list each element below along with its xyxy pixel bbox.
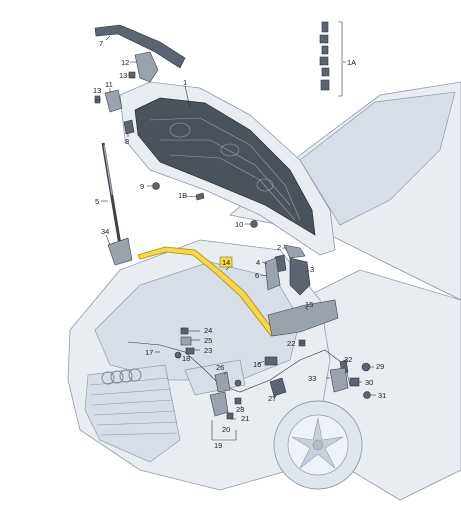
label-1A: 1A [347, 58, 356, 67]
grommet-18 [174, 351, 182, 359]
label-5: 5 [95, 197, 99, 206]
hood-panel [119, 81, 336, 256]
handle-23 [185, 347, 195, 355]
label-7: 7 [99, 39, 103, 48]
label-14-highlight [219, 256, 233, 268]
latch-2 [283, 244, 306, 259]
label-1B: 1B [178, 191, 187, 200]
lever-20 [209, 391, 229, 417]
label-29: 29 [376, 362, 384, 371]
label-31: 31 [378, 391, 386, 400]
label-14: 14 [222, 258, 230, 267]
hood-seal [137, 246, 276, 337]
label-16: 16 [253, 360, 261, 369]
label-8: 8 [125, 137, 129, 146]
lock-3 [289, 257, 311, 296]
hinge-bracket [104, 89, 123, 113]
plate-6 [264, 257, 281, 291]
label-15: 15 [305, 300, 313, 309]
label-34: 34 [101, 227, 109, 236]
latch-33 [329, 367, 349, 393]
emblem-rings [101, 368, 142, 385]
label-32: 32 [344, 355, 352, 364]
buffer-1B [195, 192, 205, 201]
label-10: 10 [235, 220, 243, 229]
clip-28 [234, 397, 242, 405]
label-30: 30 [365, 378, 373, 387]
clip-8 [123, 119, 135, 135]
callout-labels: 1 1A 1B 2 3 4 5 6 7 8 9 10 11 12 13 13 1… [93, 39, 386, 450]
label-23: 23 [204, 346, 212, 355]
nut-9 [152, 182, 160, 190]
lower-hinge [107, 237, 133, 266]
gas-strut [101, 142, 122, 246]
fastener-group-1A [319, 21, 343, 97]
bolt-13-top [128, 71, 136, 79]
front-wheel [273, 400, 363, 490]
label-22: 22 [287, 339, 295, 348]
clip-30 [349, 377, 360, 387]
label-13-top: 13 [119, 71, 127, 80]
label-4: 4 [256, 258, 260, 267]
label-24: 24 [204, 326, 212, 335]
parts [94, 21, 371, 420]
label-19: 19 [214, 441, 222, 450]
label-9: 9 [140, 182, 144, 191]
leader-lines [95, 35, 376, 441]
label-33: 33 [308, 374, 316, 383]
clip-22b [234, 379, 242, 387]
label-1: 1 [183, 78, 187, 87]
clip-21 [226, 412, 234, 420]
label-20: 20 [222, 425, 230, 434]
label-13-left: 13 [93, 86, 101, 95]
bracket-27 [269, 377, 287, 397]
label-17: 17 [145, 348, 153, 357]
label-26: 26 [216, 363, 224, 372]
label-11: 11 [105, 80, 113, 89]
handle-25 [180, 336, 192, 346]
label-28: 28 [236, 405, 244, 414]
label-18: 18 [182, 354, 190, 363]
handle-24 [180, 327, 189, 335]
hood-trim-strip [94, 24, 186, 69]
lever-26 [214, 371, 231, 393]
bolt-13-left [94, 95, 101, 104]
label-25: 25 [204, 336, 212, 345]
hood-hinge [134, 51, 159, 83]
label-3: 3 [310, 265, 314, 274]
bolt-10 [250, 220, 258, 228]
lock-carrier [267, 299, 339, 337]
label-27: 27 [268, 394, 276, 403]
connector-16 [264, 356, 278, 366]
label-12: 12 [121, 58, 129, 67]
release-cable [127, 341, 351, 393]
clip-31 [363, 391, 371, 399]
grommet-29 [361, 362, 371, 372]
label-21: 21 [241, 414, 249, 423]
label-2: 2 [277, 243, 281, 252]
label-6: 6 [255, 271, 259, 280]
